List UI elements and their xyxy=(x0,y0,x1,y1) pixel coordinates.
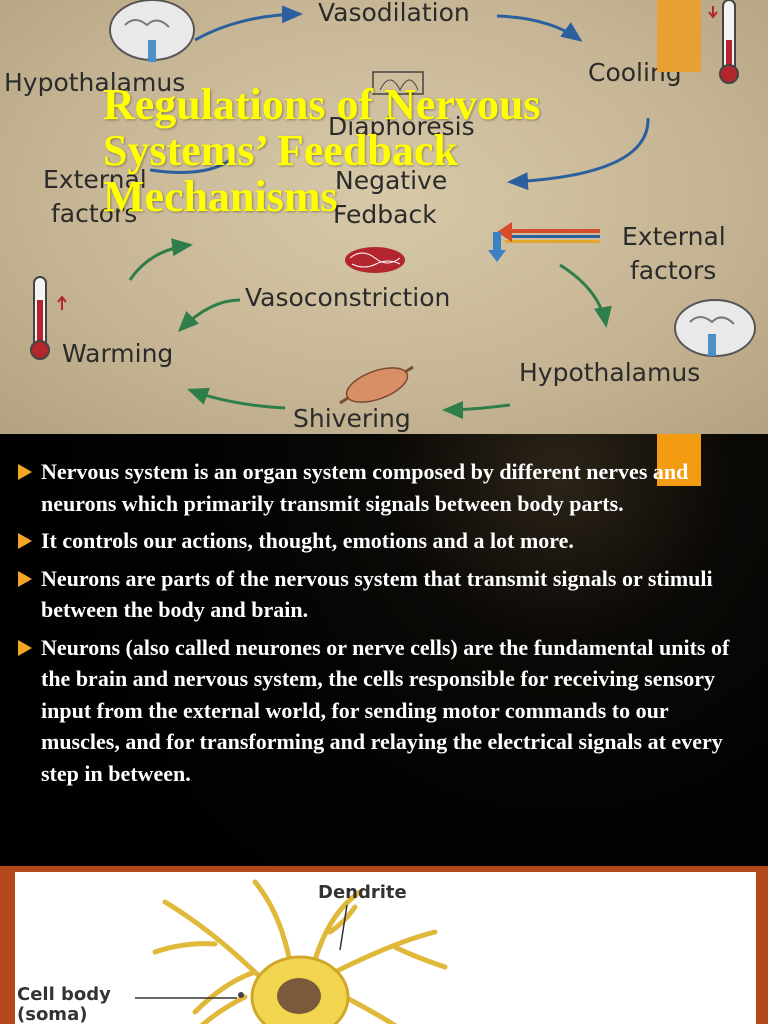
nervous-system-bullets-slide: Nervous system is an organ system compos… xyxy=(0,434,768,866)
blood-vessel-icon xyxy=(345,247,405,273)
external-factors-left-line2: factors xyxy=(51,199,138,228)
brain-icon xyxy=(109,0,195,62)
external-factors-right-line2: factors xyxy=(630,256,717,285)
vasoconstriction-label: Vasoconstriction xyxy=(245,283,451,312)
thermometer-icon xyxy=(708,0,739,84)
arrow-bullet-icon xyxy=(18,639,32,656)
bullet-item: Neurons (also called neurones or nerve c… xyxy=(18,632,748,790)
sweat-gland-icon xyxy=(372,71,424,95)
feedback-label: Fedback xyxy=(333,200,437,229)
arrow-bullet-icon xyxy=(18,570,32,587)
arrow-bullet-icon xyxy=(18,533,32,549)
neuron-diagram-panel: Dendrite Cell body (soma) xyxy=(15,872,756,1024)
diaphoresis-label: Diaphoresis xyxy=(328,112,475,141)
external-factors-left-line1: External xyxy=(43,165,147,194)
feedback-loop-diagram xyxy=(30,0,756,419)
brain-icon xyxy=(674,299,756,357)
vasodilation-label: Vasodilation xyxy=(318,0,470,27)
bullet-item: Neurons are parts of the nervous system … xyxy=(18,563,748,626)
muscle-icon xyxy=(339,365,414,405)
thermometer-icon xyxy=(30,276,67,360)
arrow-bullet-icon xyxy=(18,464,32,480)
warming-label: Warming xyxy=(62,339,174,368)
soma-label: (soma) xyxy=(17,1004,88,1024)
shivering-label: Shivering xyxy=(293,404,411,433)
feedback-diagram-slide: Vasodilation Hypothalamus Cooling Diapho… xyxy=(0,0,768,434)
bullet-list: Nervous system is an organ system compos… xyxy=(18,456,748,795)
hypothalamus-bottom-label: Hypothalamus xyxy=(519,358,701,387)
neuron-diagram xyxy=(135,879,448,1024)
bullet-text: Neurons (also called neurones or nerve c… xyxy=(41,634,730,786)
hypothalamus-top-label: Hypothalamus xyxy=(4,68,186,97)
accent-bar xyxy=(657,434,701,486)
bullet-text: Nervous system is an organ system compos… xyxy=(41,459,689,516)
slide-title: Regulations of Nervous Systems’ Feedback… xyxy=(103,80,541,221)
cell-body-label: Cell body xyxy=(17,984,111,1005)
external-factors-right-line1: External xyxy=(622,222,726,251)
accent-bar xyxy=(657,0,701,72)
dendrite-label: Dendrite xyxy=(318,882,407,903)
neuron-slide: Dendrite Cell body (soma) xyxy=(0,866,768,1024)
bullet-item: It controls our actions, thought, emotio… xyxy=(18,525,748,557)
bullet-text: Neurons are parts of the nervous system … xyxy=(41,565,713,623)
bullet-item: Nervous system is an organ system compos… xyxy=(18,456,748,519)
negative-label: Negative xyxy=(335,166,448,195)
bullet-text: It controls our actions, thought, emotio… xyxy=(41,528,574,553)
